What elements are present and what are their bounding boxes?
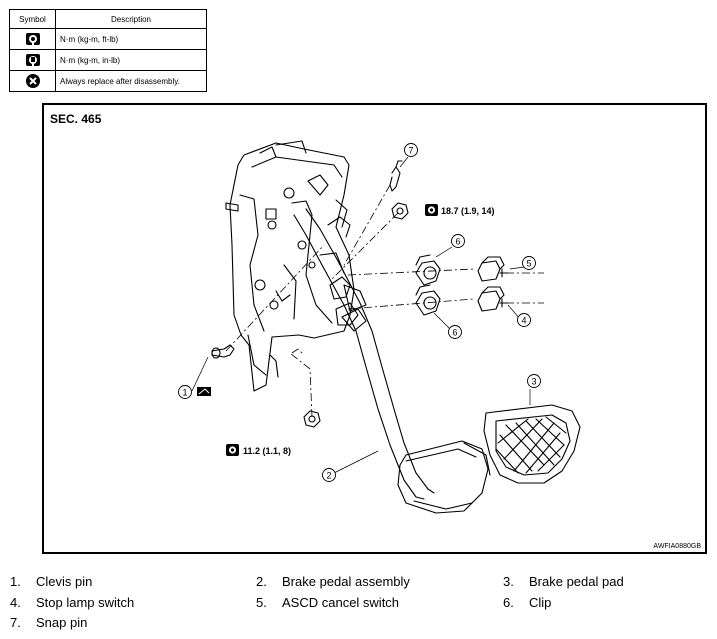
part-name: ASCD cancel switch [282,595,400,610]
legend-description-cell: N·m (kg-m, in-lb) [55,49,207,71]
legend-symbol-cell [9,49,56,71]
part-name: Brake pedal assembly [282,574,410,589]
part-name: Snap pin [36,615,88,630]
legend-description-cell: Always replace after disassembly. [55,70,207,92]
callout-7: 7 [408,146,413,156]
brake-pedal-assembly [293,208,491,514]
stop-lamp-switch [477,286,509,312]
section-title: SEC. 465 [50,112,102,126]
part-name: Clip [529,595,552,610]
part-name: Clevis pin [36,574,93,589]
always-replace-marker [197,387,211,396]
clip-upper [415,254,441,286]
part-number: 2. [256,574,267,589]
parts-list-item: 1. Clevis pin [10,574,92,589]
torque-label-upper: 18.7 (1.9, 14) [441,206,495,216]
legend-row: Always replace after disassembly. [9,70,207,92]
callout-1: 1 [182,388,187,398]
legend-description-cell: N·m (kg-m, ft-lb) [55,28,207,50]
legend-header-symbol: Symbol [9,9,56,29]
brake-pedal-exploded-view: SEC. 465 [42,103,707,554]
legend-symbol-cell [9,70,56,92]
callout-6-lower: 6 [452,328,457,338]
parts-list-item: 3. Brake pedal pad [503,574,624,589]
callout-4: 4 [521,316,526,326]
figure-code: AWFIA0880GB [653,543,701,550]
legend-row: N·m (kg-m, ft-lb) [9,28,207,50]
torque-callout-upper: 18.7 (1.9, 14) [425,204,495,216]
brake-pedal-pad [483,404,581,484]
always-replace-icon [25,74,40,88]
parts-list-item: 4. Stop lamp switch [10,595,134,610]
part-number: 4. [10,595,21,610]
callout-5: 5 [526,259,531,269]
parts-list-item: 5. ASCD cancel switch [256,595,399,610]
pedal-bracket [225,140,355,392]
clevis-pin [211,344,235,359]
callout-2: 2 [326,471,331,481]
torque-callout-lower: 11.2 (1.1, 8) [226,444,291,456]
part-number: 6. [503,595,514,610]
torque-label-lower: 11.2 (1.1, 8) [243,446,291,456]
symbol-legend-table: Symbol Description N·m (kg-m, ft-lb) N·m… [9,9,207,92]
part-number: 7. [10,615,21,630]
part-name: Brake pedal pad [529,574,624,589]
ascd-cancel-switch [477,256,509,282]
part-number: 3. [503,574,514,589]
part-name: Stop lamp switch [36,595,135,610]
parts-list-item: 7. Snap pin [10,615,87,630]
exploded-diagram: 18.7 (1.9, 14) 11.2 (1.1, 8) 7 6 [178,140,581,514]
torque-in-lb-icon [25,54,40,66]
torque-ft-lb-icon [25,33,40,45]
legend-header-row: Symbol Description [9,9,207,29]
legend-header-description: Description [55,9,207,29]
part-number: 5. [256,595,267,610]
parts-list-item: 2. Brake pedal assembly [256,574,410,589]
legend-symbol-cell [9,28,56,50]
callout-6-upper: 6 [455,237,460,247]
parts-list-item: 6. Clip [503,595,551,610]
snap-pin [389,160,403,192]
clip-lower [415,284,441,316]
legend-row: N·m (kg-m, in-lb) [9,49,207,71]
callout-3: 3 [531,377,536,387]
part-number: 1. [10,574,21,589]
